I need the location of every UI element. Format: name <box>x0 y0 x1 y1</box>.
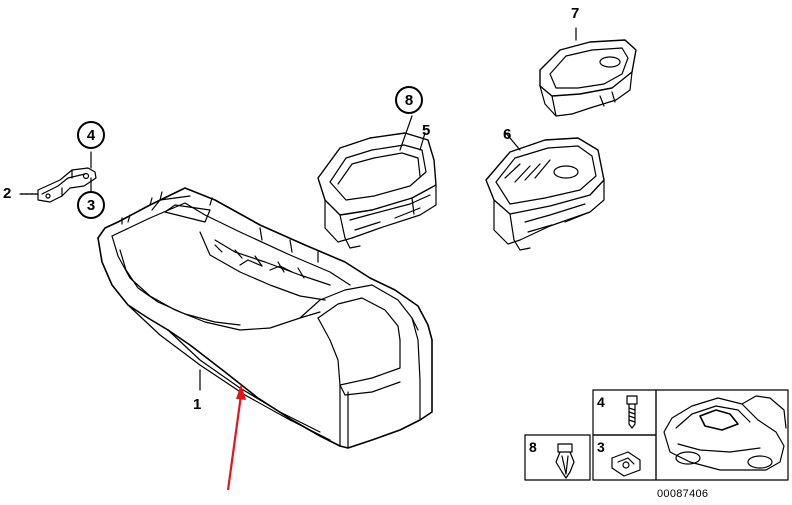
callout-6: 6 <box>503 126 512 143</box>
red-arrow <box>226 384 246 491</box>
insert-part-5 <box>317 132 437 249</box>
legend-box <box>524 389 789 481</box>
callout-4-circle: 4 <box>77 121 105 149</box>
callout-8-circle: 8 <box>395 86 423 114</box>
callout-7: 7 <box>571 5 580 22</box>
legend-number-8: 8 <box>529 439 537 455</box>
ashtray-part-6 <box>485 137 605 251</box>
callout-2: 2 <box>3 185 12 202</box>
callout-5: 5 <box>422 122 431 139</box>
callout-1: 1 <box>193 396 202 413</box>
callout-3-circle: 3 <box>77 191 105 219</box>
tray-part-7 <box>539 27 637 117</box>
leader-lines <box>20 115 521 391</box>
legend-number-4: 4 <box>597 394 605 410</box>
legend-number-3: 3 <box>597 439 605 455</box>
document-number: 00087406 <box>657 488 709 500</box>
